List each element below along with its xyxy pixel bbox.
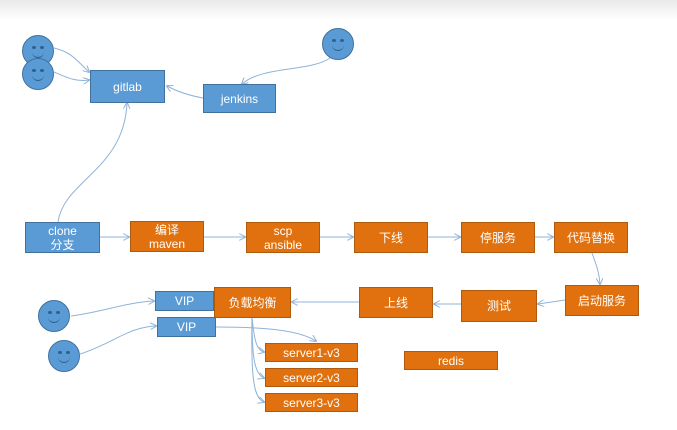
server2-label: server2-v3 (283, 370, 340, 385)
offline-label: 下线 (378, 230, 403, 245)
server3-node[interactable]: server3-v3 (265, 393, 358, 412)
arrow-lb-server1 (251, 316, 264, 352)
online-label: 上线 (383, 295, 408, 310)
test-node[interactable]: 测试 (461, 290, 537, 322)
user-face-icon-5 (48, 340, 80, 372)
arrow-user5-vip2 (79, 326, 156, 355)
gitlab-label: gitlab (113, 79, 142, 94)
arrow-vip2-server1 (215, 326, 316, 341)
user-face-icon-3 (322, 28, 354, 60)
vip-label-1: VIP (174, 294, 195, 308)
arrow-replace-start (591, 252, 600, 284)
arrow-start-test (538, 299, 566, 304)
window-top-shade (0, 0, 677, 20)
arrow-user4-vip1 (70, 301, 154, 317)
server1-node[interactable]: server1-v3 (265, 343, 358, 362)
branch-label: 分支 (50, 237, 75, 252)
scp-ansible-node[interactable]: scp ansible (246, 222, 320, 253)
server1-label: server1-v3 (283, 345, 340, 360)
compile-label: 编译 (154, 222, 179, 237)
scp-label: scp (273, 223, 293, 238)
server3-label: server3-v3 (283, 395, 340, 410)
clone-branch-node[interactable]: clone 分支 (25, 222, 100, 253)
start-service-label: 启动服务 (577, 293, 626, 308)
clone-label: clone (48, 223, 77, 238)
arrow-user2-gitlab (53, 71, 89, 81)
load-balance-label: 负载均衡 (228, 295, 277, 310)
vip-label-2: VIP (176, 320, 197, 334)
redis-label: redis (437, 353, 464, 368)
online-node[interactable]: 上线 (359, 287, 433, 318)
arrow-user3-jenkins (242, 57, 331, 84)
stop-service-label: 停服务 (479, 230, 516, 245)
vip-node-1[interactable]: VIP (155, 291, 214, 311)
maven-label: maven (148, 236, 186, 251)
load-balance-node[interactable]: 负载均衡 (214, 287, 291, 318)
stop-service-node[interactable]: 停服务 (461, 222, 535, 253)
test-label: 测试 (486, 299, 511, 313)
jenkins-node[interactable]: jenkins (203, 84, 276, 113)
user-face-icon-2 (22, 58, 54, 90)
start-service-node[interactable]: 启动服务 (565, 285, 639, 316)
arrow-clone-gitlab (57, 103, 127, 223)
arrow-lb-server3 (251, 316, 264, 402)
arrow-jenkins-gitlab (167, 86, 204, 99)
server2-node[interactable]: server2-v3 (265, 368, 358, 387)
compile-maven-node[interactable]: 编译 maven (130, 221, 204, 252)
replace-code-node[interactable]: 代码替换 (554, 222, 628, 253)
gitlab-node[interactable]: gitlab (90, 70, 165, 103)
jenkins-label: jenkins (220, 91, 259, 106)
offline-node[interactable]: 下线 (354, 222, 428, 253)
arrow-user1-gitlab (53, 47, 89, 72)
user-face-icon-4 (38, 300, 70, 332)
vip-node-2[interactable]: VIP (157, 317, 216, 337)
ansible-label: ansible (263, 237, 303, 252)
redis-node[interactable]: redis (404, 351, 498, 370)
replace-code-label: 代码替换 (566, 230, 615, 245)
